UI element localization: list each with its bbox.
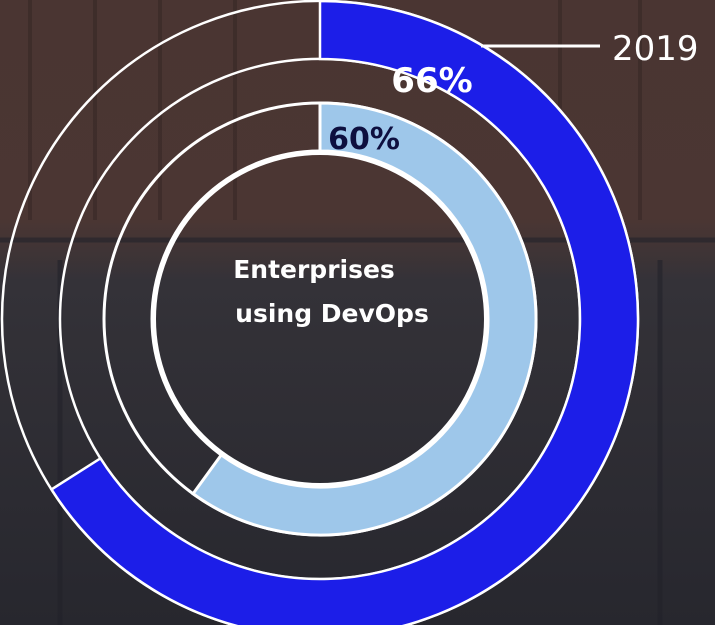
center-label-line1: Enterprises [233,255,395,284]
inner-value-label: 60% [328,122,400,157]
center-label-line2: using DevOps [235,299,429,328]
outer-ring-arc-2019 [49,0,640,625]
center-circle [152,151,488,487]
outer-value-label: 66% [391,61,472,101]
legend-label-2019: 2019 [612,29,699,69]
